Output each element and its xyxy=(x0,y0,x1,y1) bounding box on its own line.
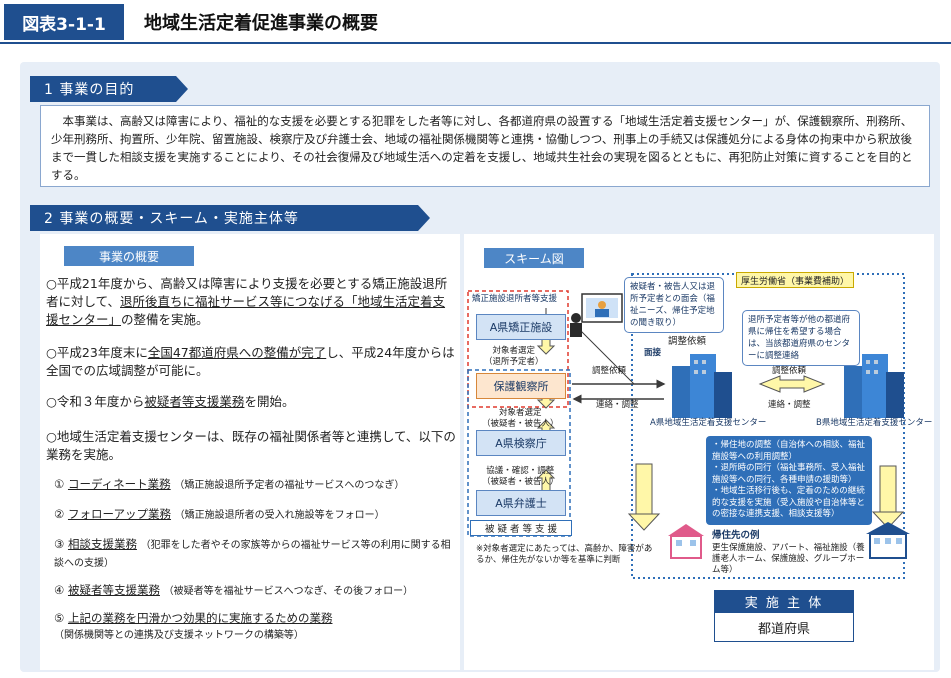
red-dashed-frame xyxy=(467,290,569,408)
building-icon-b xyxy=(844,354,904,418)
page-title: 地域生活定着促進事業の概要 xyxy=(144,13,378,34)
label-adjust-request-center: 調整依頼 xyxy=(668,336,707,347)
overview-tag: 事業の概要 xyxy=(64,246,194,266)
blue-dashed-frame xyxy=(467,369,571,537)
section-overview-heading: 2 事業の概要・スキーム・実施主体等 xyxy=(30,205,430,231)
arrow-down-left xyxy=(635,463,653,515)
arrow-between-centers xyxy=(758,375,826,393)
callout-other-prefecture: 退所予定者等が他の都道府県に帰住を希望する場合は、当該都道府県のセンターに調整連… xyxy=(742,310,860,366)
scheme-note: ※対象者選定にあたっては、高齢か、障害があるか、帰住先がないか等を基準に判断 xyxy=(476,544,653,565)
service-item: ① コーディネート業務 （矯正施設退所予定者の福祉サービスへのつなぎ） xyxy=(54,477,405,491)
section-purpose-heading: 1 事業の目的 xyxy=(30,76,188,102)
overview-bullet: ○平成23年度末に全国47都道府県への整備が完了し、平成24年度からは全国での広… xyxy=(46,345,455,378)
house-icon xyxy=(668,524,704,559)
implementer-heading: 実 施 主 体 xyxy=(714,590,854,612)
box-facility-a: A県矯正施設 xyxy=(476,314,566,340)
red-frame-label: 矯正施設退所者等支援 xyxy=(472,294,558,304)
box-lawyer: A県弁護士 xyxy=(476,490,566,516)
purpose-text: 本事業は、高齢又は障害により、福祉的な支援を必要とする犯罪をした者等に対し、各都… xyxy=(40,105,930,187)
overview-bullet: ○平成21年度から、高齢又は障害により支援を必要とする矯正施設退所者に対して、退… xyxy=(46,276,448,327)
overview-bullet: ○地域生活定着支援センターは、既存の福祉関係者等と連携して、以下の業務を実施。 xyxy=(46,429,456,462)
task-item: ・退所時の同行（福祉事務所、受入福祉施設等への同行、各種申請の援助等） xyxy=(712,463,866,485)
arrow-down-right xyxy=(879,465,897,513)
service-item: ④ 被疑者等支援業務 （被疑者等を福祉サービスへつなぎ、その後フォロー） xyxy=(54,583,414,597)
service-item: ⑤ 上記の業務を円滑かつ効果的に実施するための業務（関係機関等との連携及び支援ネ… xyxy=(54,611,333,641)
task-item: ・地域生活移行後も、定着のための継続的な支援を実施（受入施設や自治体等との密接な… xyxy=(712,486,866,519)
label-interview: 面接 xyxy=(644,348,662,358)
header-bar xyxy=(0,0,951,44)
label-selection2: 対象者選定 （被疑者・被告人） xyxy=(482,408,559,429)
label-liaison: 連絡・調整 xyxy=(596,400,639,410)
service-item: ② フォローアップ業務 （矯正施設退所者の受入れ施設等をフォロー） xyxy=(54,507,385,521)
label-adjust-request-b: 調整依頼 xyxy=(772,366,807,376)
destination-title: 帰住先の例 xyxy=(712,530,760,541)
scheme-tag: スキーム図 xyxy=(484,248,584,268)
facility-icon xyxy=(866,522,910,559)
task-item: ・帰住地の調整（自治体への相談、福祉施設等への利用調整） xyxy=(712,440,866,462)
label-consult: 協議・確認・調整 （被疑者・被告人） xyxy=(482,466,559,487)
figure-badge: 図表3-1-1 xyxy=(4,4,124,40)
destination-examples: 更生保護施設、アパート、福祉施設（養護老人ホーム、保護施設、グループホーム等） xyxy=(712,543,865,575)
overview-bullet: ○令和３年度から被疑者等支援業務を開始。 xyxy=(46,394,295,409)
center-a-label: A県地域生活定着支援センター xyxy=(650,418,767,428)
implementer-value: 都道府県 xyxy=(714,612,854,642)
computer-icon xyxy=(570,293,623,337)
box-probation: 保護観察所 xyxy=(476,373,566,399)
box-prosecutor: A県検察庁 xyxy=(476,430,566,456)
mhlw-label: 厚生労働省（事業費補助） xyxy=(736,272,854,288)
service-item: ③ 相談支援業務 （犯罪をした者やその家族等からの福祉サービス等の利用に関する相… xyxy=(54,537,451,569)
center-tasks-box: ・帰住地の調整（自治体への相談、福祉施設等への利用調整） ・退所時の同行（福祉事… xyxy=(706,436,872,525)
label-adjust-request: 調整依頼 xyxy=(592,366,627,376)
overview-box xyxy=(40,234,460,670)
building-icon-a xyxy=(672,354,732,418)
label-selection1: 対象者選定 （退所予定者） xyxy=(484,346,544,367)
center-b-label: B県地域生活定着支援センター xyxy=(816,418,933,428)
arrow-interview-line xyxy=(573,323,635,385)
callout-interview: 被疑者・被告人又は退所予定者との面会（福祉ニーズ、帰住予定地の聞き取り） xyxy=(624,277,724,333)
blue-frame-label: 被 疑 者 等 支 援 xyxy=(470,520,572,536)
label-liaison-b: 連絡・調整 xyxy=(768,400,811,410)
